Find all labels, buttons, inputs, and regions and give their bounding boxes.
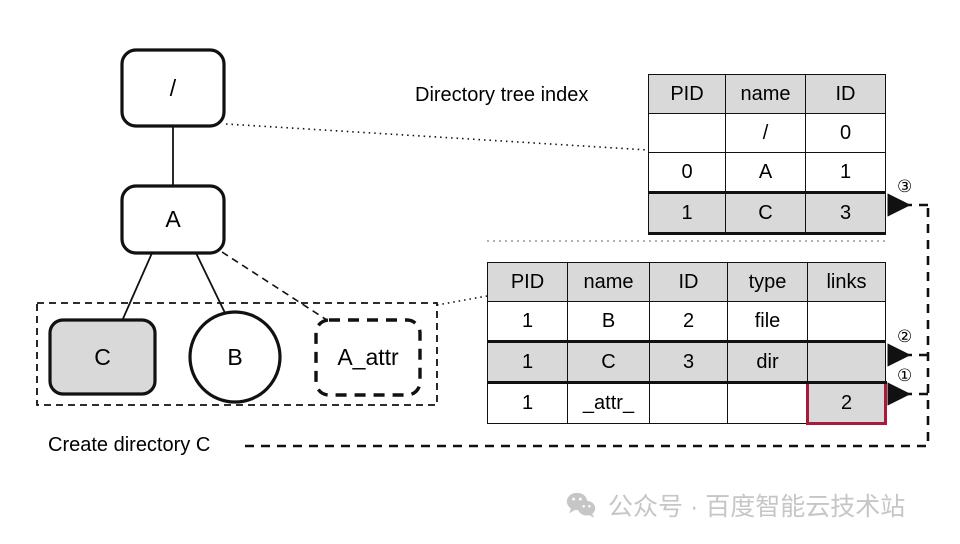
cell-id: 3 (805, 191, 886, 235)
column-header-pid: PID (648, 74, 726, 114)
flow-path-main (245, 205, 930, 448)
cell-id: 3 (649, 340, 728, 384)
column-header-links: links (807, 262, 886, 302)
tree-node-root (120, 48, 226, 128)
cell-links-highlighted: 2 (806, 381, 887, 425)
step-marker-3: ③ (897, 177, 913, 196)
table-row: / 0 (648, 113, 886, 153)
column-header-id: ID (649, 262, 728, 302)
cell-id (649, 382, 728, 424)
table-header-row: PID name ID (648, 74, 886, 114)
cell-type (727, 382, 808, 424)
column-header-name: name (567, 262, 650, 302)
wechat-icon (566, 492, 596, 518)
table-header-row: PID name ID type links (487, 262, 886, 302)
table-row-highlighted: 1 C 3 (648, 191, 886, 235)
column-header-type: type (727, 262, 808, 302)
cell-type: file (727, 301, 808, 342)
column-header-pid: PID (487, 262, 568, 302)
tree-node-a (120, 184, 226, 255)
cell-name: C (567, 340, 650, 384)
cell-pid: 1 (648, 191, 726, 235)
tree-edge-a-c (121, 252, 153, 322)
table-row: 0 A 1 (648, 152, 886, 193)
cell-pid: 1 (487, 382, 568, 424)
cell-id: 1 (805, 152, 886, 193)
cell-type: dir (727, 340, 808, 384)
cell-links (807, 301, 886, 342)
new-children-group-box (36, 302, 438, 406)
cell-name: C (725, 191, 806, 235)
cell-name: _attr_ (567, 382, 650, 424)
tree-node-b (188, 310, 282, 404)
directory-tree-index-label: Directory tree index (415, 84, 589, 106)
cell-links (807, 340, 886, 384)
watermark-text: 公众号 · 百度智能云技术站 (608, 493, 906, 521)
directory-tree-index-table: PID name ID / 0 0 A 1 1 C 3 (648, 74, 886, 235)
step-marker-1: ① (897, 366, 913, 385)
cell-name: / (725, 113, 806, 153)
create-directory-caption: Create directory C (48, 434, 211, 456)
table-row-highlighted: 1 C 3 dir (487, 340, 886, 384)
connector-root-to-index-table (225, 123, 649, 151)
column-header-name: name (725, 74, 806, 114)
watermark: 公众号 · 百度智能云技术站 (566, 487, 905, 523)
table-row: 1 _attr_ 2 (487, 381, 887, 425)
tree-node-c (48, 318, 157, 396)
cell-id: 2 (649, 301, 728, 342)
step-marker-2: ② (897, 327, 913, 346)
tree-edge-a-b (195, 252, 227, 316)
entry-table: PID name ID type links 1 B 2 file 1 C 3 … (487, 262, 887, 425)
table-row: 1 B 2 file (487, 301, 886, 342)
cell-name: B (567, 301, 650, 342)
connector-a-to-a-attr (221, 251, 331, 323)
cell-pid (648, 113, 726, 153)
column-header-id: ID (805, 74, 886, 114)
cell-pid: 1 (487, 301, 568, 342)
connector-attrgroup-to-entry-table (436, 295, 488, 306)
cell-id: 0 (805, 113, 886, 153)
tree-node-a-attr (314, 318, 422, 397)
cell-pid: 0 (648, 152, 726, 193)
cell-name: A (725, 152, 806, 193)
cell-pid: 1 (487, 340, 568, 384)
